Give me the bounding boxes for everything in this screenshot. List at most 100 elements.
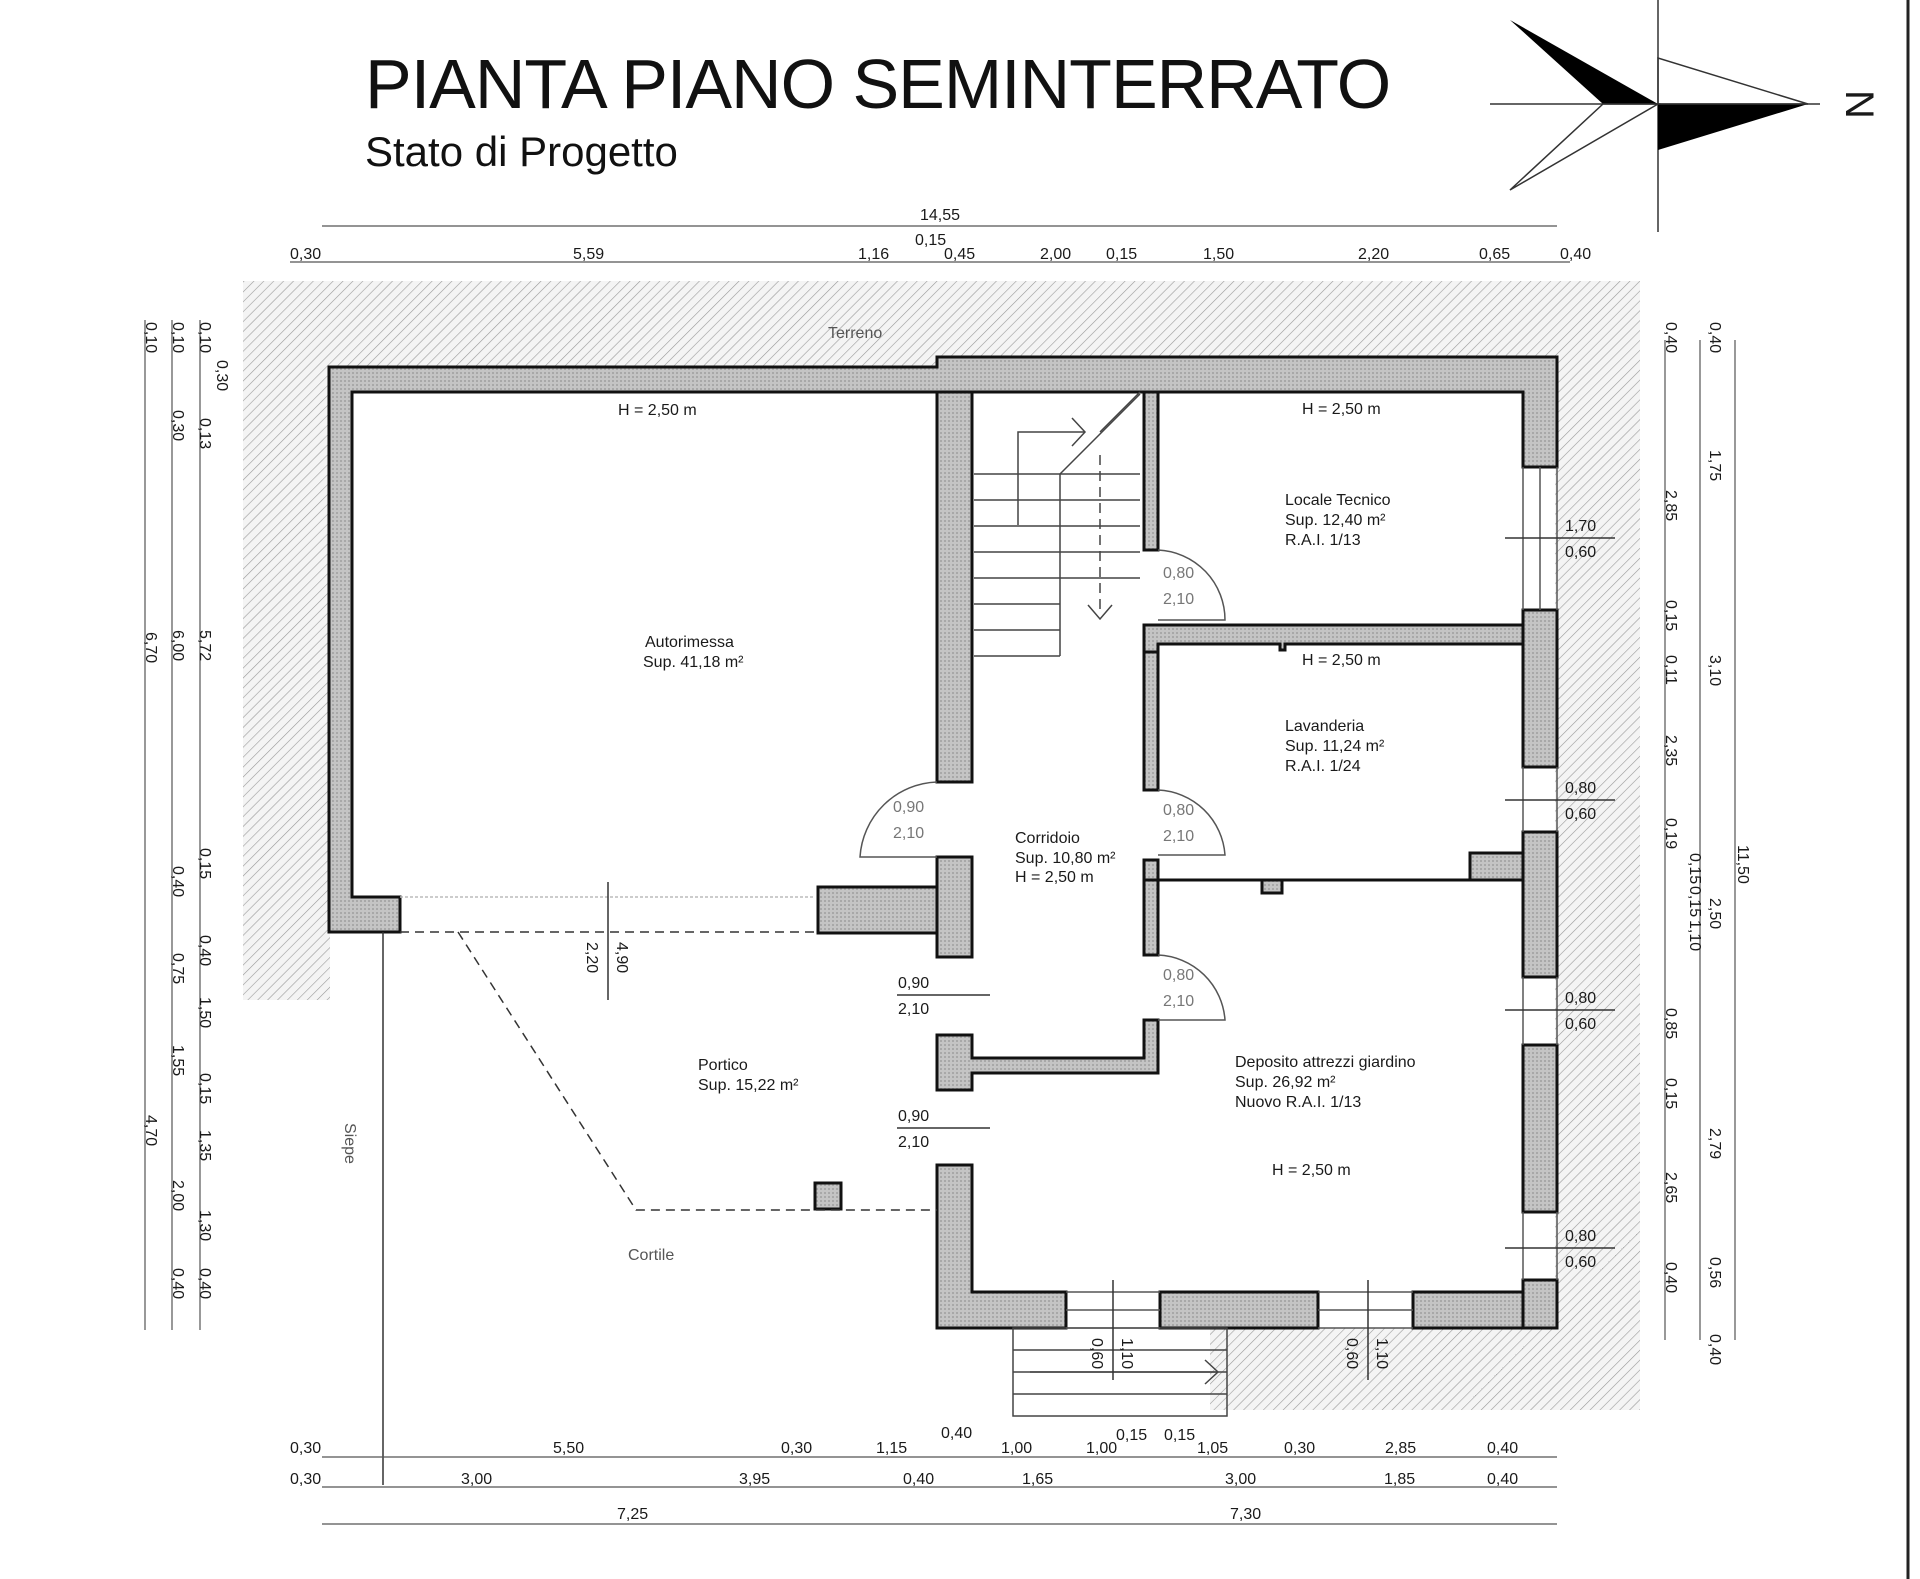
dim-bottom: 2,85: [1385, 1440, 1416, 1457]
dim-bottom: 1,05: [1197, 1440, 1228, 1457]
door-w: 0,80: [1163, 802, 1194, 819]
portico-area: Sup. 15,22 m²: [698, 1077, 799, 1094]
dim-right: 0,15: [1662, 600, 1679, 631]
dim-bottom: 0,15: [1164, 1427, 1195, 1444]
courtyard-label: Cortile: [628, 1247, 674, 1264]
dim-bottom: 3,95: [739, 1471, 770, 1488]
dim-left: 0,75: [169, 953, 186, 984]
window-w: 1,10: [1118, 1338, 1135, 1369]
window-h: 0,60: [1565, 1254, 1596, 1271]
door-w: 0,80: [1163, 565, 1194, 582]
deposito-area: Sup. 26,92 m²: [1235, 1074, 1336, 1091]
dim-bottom: 1,00: [1001, 1440, 1032, 1457]
dim-top: 0,30: [290, 246, 321, 263]
dim-left: 6,70: [142, 632, 159, 663]
dim-bottom: 0,40: [941, 1425, 972, 1442]
door-h: 2,10: [1163, 828, 1194, 845]
dim-right: 0,11: [1662, 655, 1679, 685]
dim-left: 6,00: [169, 630, 186, 661]
dim-left: 0,40: [169, 1268, 186, 1299]
deposito-height: H = 2,50 m: [1272, 1162, 1351, 1179]
dim-top: 1,50: [1203, 246, 1234, 263]
dim-right-overall: 11,50: [1734, 845, 1751, 884]
portico-name: Portico: [698, 1057, 748, 1074]
dim-right: 1,75: [1706, 450, 1723, 481]
labels: N Terreno Siepe Cortile H = 2,50 m Autor…: [142, 90, 1881, 1523]
dim-top: 5,59: [573, 246, 604, 263]
hedge-label: Siepe: [341, 1123, 358, 1164]
dim-bottom: 7,30: [1230, 1506, 1261, 1523]
dim-top: 1,16: [858, 246, 889, 263]
dim-right: 0,40: [1662, 1262, 1679, 1293]
dim-bottom: 0,30: [290, 1440, 321, 1457]
window-h: 0,60: [1343, 1338, 1360, 1369]
portico-opening-w: 4,90: [613, 942, 630, 973]
building-interior: [330, 360, 1555, 1328]
locale-tecnico-area: Sup. 12,40 m²: [1285, 512, 1386, 529]
dim-right: 0,19: [1662, 818, 1679, 849]
dim-left: 0,30: [213, 360, 230, 391]
terrain-label: Terreno: [828, 325, 882, 342]
locale-tecnico-height: H = 2,50 m: [1302, 401, 1381, 418]
dim-left: 2,00: [169, 1180, 186, 1211]
portico-opening-h: 2,20: [583, 942, 600, 973]
deposito-name: Deposito attrezzi giardino: [1235, 1054, 1416, 1071]
dim-top: 0,45: [944, 246, 975, 263]
door-w: 0,80: [1163, 967, 1194, 984]
dim-left: 4,70: [142, 1115, 159, 1146]
north-label: N: [1837, 90, 1881, 119]
dim-right: 1,10: [1686, 920, 1703, 951]
autorimessa-area: Sup. 41,18 m²: [643, 654, 744, 671]
window-h: 0,60: [1565, 1016, 1596, 1033]
dim-bottom: 7,25: [617, 1506, 648, 1523]
dim-top: 2,00: [1040, 246, 1071, 263]
openings: [382, 467, 1615, 1485]
dim-bottom: 5,50: [553, 1440, 584, 1457]
window-w: 1,10: [1373, 1338, 1390, 1369]
dim-right: 0,15: [1662, 1078, 1679, 1109]
dim-left: 0,40: [196, 1268, 213, 1299]
door-w: 0,90: [898, 975, 929, 992]
dim-right: 2,65: [1662, 1172, 1679, 1203]
dim-left: 1,50: [196, 997, 213, 1028]
dim-left: 0,10: [142, 322, 159, 353]
dimension-lines: [144, 225, 1736, 1525]
door-h: 2,10: [893, 825, 924, 842]
dim-bottom: 3,00: [461, 1471, 492, 1488]
dim-left: 0,15: [196, 848, 213, 879]
dim-right: 0,15: [1686, 886, 1703, 917]
dim-left: 0,10: [196, 322, 213, 353]
dim-left: 1,55: [169, 1045, 186, 1076]
door-h: 2,10: [898, 1001, 929, 1018]
dim-top: 0,65: [1479, 246, 1510, 263]
dim-bottom: 0,40: [903, 1471, 934, 1488]
lavanderia-height: H = 2,50 m: [1302, 652, 1381, 669]
corridoio-area: Sup. 10,80 m²: [1015, 850, 1116, 867]
dim-right: 2,85: [1662, 490, 1679, 521]
door-w: 0,90: [893, 799, 924, 816]
dim-left: 5,72: [196, 630, 213, 661]
corridoio-height: H = 2,50 m: [1015, 869, 1094, 886]
page-subtitle: Stato di Progetto: [365, 128, 678, 175]
dim-right: 2,35: [1662, 735, 1679, 766]
locale-tecnico-name: Locale Tecnico: [1285, 492, 1391, 509]
lavanderia-name: Lavanderia: [1285, 718, 1364, 735]
dim-bottom: 1,85: [1384, 1471, 1415, 1488]
dim-right: 0,56: [1706, 1257, 1723, 1288]
door-h: 2,10: [1163, 993, 1194, 1010]
locale-tecnico-rai: R.A.I. 1/13: [1285, 532, 1361, 549]
dim-left: 1,35: [196, 1130, 213, 1161]
window-w: 0,80: [1565, 990, 1596, 1007]
dim-bottom: 1,15: [876, 1440, 907, 1457]
dim-bottom: 0,40: [1487, 1471, 1518, 1488]
walls: [327, 355, 1559, 1330]
dim-bottom: 0,40: [1487, 1440, 1518, 1457]
page-title: PIANTA PIANO SEMINTERRATO: [365, 45, 1391, 123]
dim-left: 1,30: [196, 1210, 213, 1241]
autorimessa-height: H = 2,50 m: [618, 402, 697, 419]
dim-right: 0,85: [1662, 1008, 1679, 1039]
dim-top: 0,40: [1560, 246, 1591, 263]
dim-bottom: 1,00: [1086, 1440, 1117, 1457]
dim-left: 0,15: [196, 1073, 213, 1104]
